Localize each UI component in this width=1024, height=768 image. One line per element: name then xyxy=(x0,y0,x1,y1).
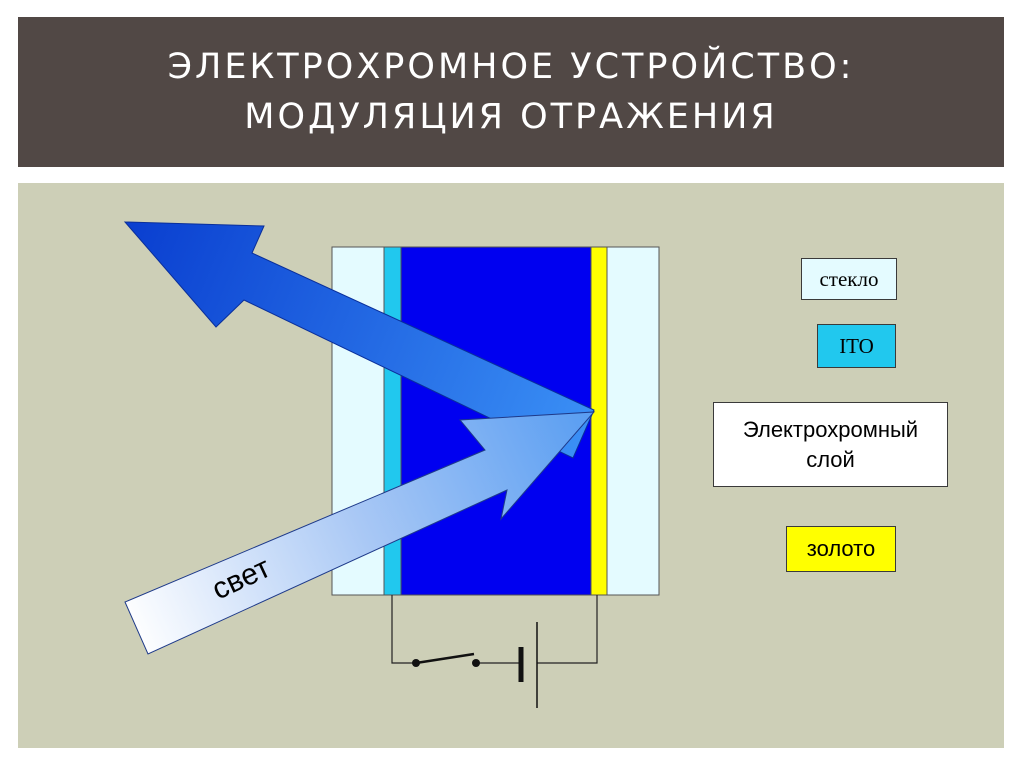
switch-lever xyxy=(415,652,475,665)
circuit xyxy=(391,595,598,664)
glass-layer-right xyxy=(606,246,660,596)
circuit-wire-right xyxy=(537,595,598,664)
legend-ito: ITO xyxy=(817,324,896,368)
incoming-light-arrow xyxy=(124,411,596,655)
legend-gold: золото xyxy=(786,526,896,572)
switch-contact-right xyxy=(472,659,480,667)
gold-layer xyxy=(590,246,608,596)
title-line-1: ЭЛЕКТРОХРОМНОЕ УСТРОЙСТВО: xyxy=(167,47,855,87)
legend-electrochromic: Электрохромный слой xyxy=(713,402,948,487)
title-line-2: МОДУЛЯЦИЯ ОТРАЖЕНИЯ xyxy=(244,97,778,137)
circuit-wire xyxy=(391,595,416,664)
legend-glass: стекло xyxy=(801,258,897,300)
switch[interactable] xyxy=(412,652,480,667)
battery xyxy=(518,622,538,708)
title-bar: ЭЛЕКТРОХРОМНОЕ УСТРОЙСТВО: МОДУЛЯЦИЯ ОТР… xyxy=(18,17,1004,167)
